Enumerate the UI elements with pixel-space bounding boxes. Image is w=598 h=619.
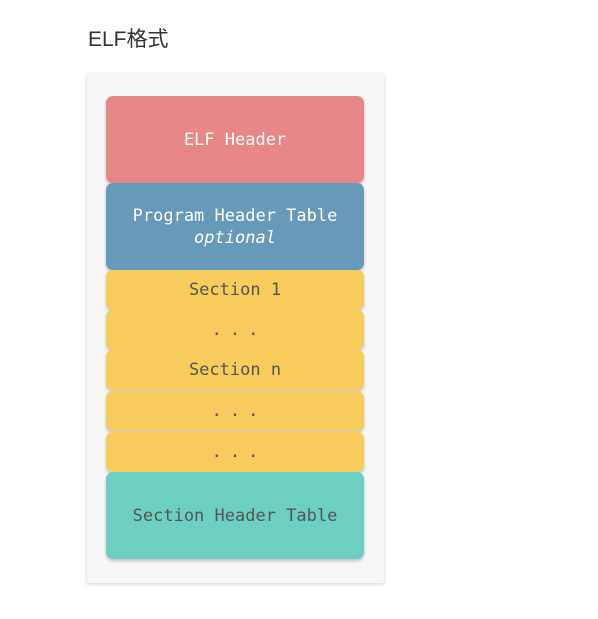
page-title: ELF格式 [88,28,169,51]
section-header-table-block: Section Header Table [106,472,364,559]
section-label: Section n [188,360,282,380]
elf-header-block: ELF Header [106,96,364,183]
section-block-ellipsis-1: ... [106,310,364,350]
section-ellipsis: ... [211,442,267,462]
section-ellipsis: ... [211,401,267,421]
section-ellipsis: ... [211,320,267,340]
program-header-table-label: Program Header Table [132,205,338,226]
program-header-table-block: Program Header Table optional [106,183,364,270]
program-header-table-note: optional [194,227,276,248]
elf-header-label: ELF Header [183,129,287,150]
section-label: Section 1 [188,280,282,300]
section-block-ellipsis-3: ... [106,432,364,472]
section-block-1: Section 1 [106,270,364,310]
section-block-ellipsis-2: ... [106,391,364,431]
section-header-table-label: Section Header Table [132,505,338,526]
section-block-n: Section n [106,350,364,390]
